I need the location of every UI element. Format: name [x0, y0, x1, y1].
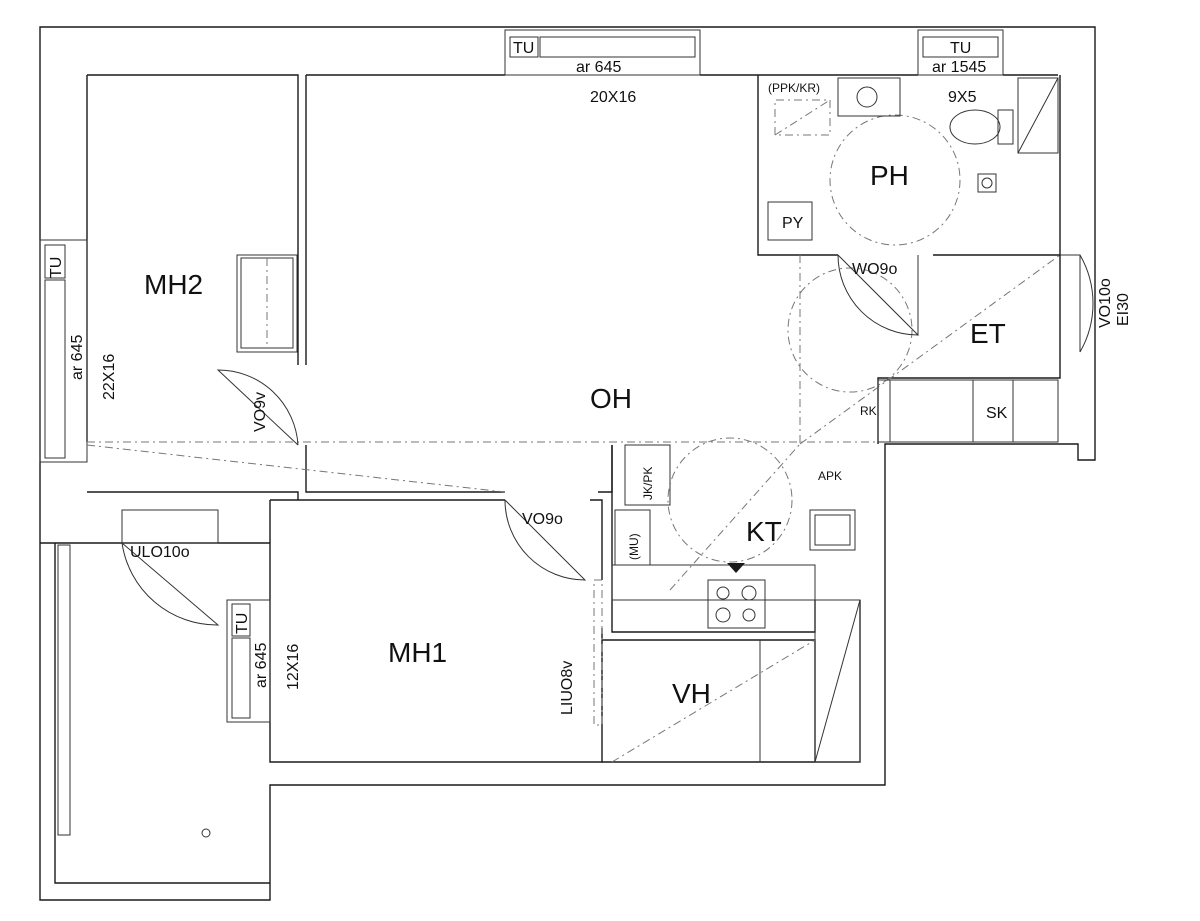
hood-arrow-icon	[727, 563, 745, 573]
kitchen-jkpk	[624, 444, 671, 506]
label-rk: RK	[860, 404, 877, 418]
ph-toilet	[949, 109, 1001, 145]
stove-burner	[741, 585, 757, 601]
dim-mh2: 22X16	[101, 354, 118, 400]
door-vo10o	[1060, 254, 1094, 353]
label-ei30: EI30	[1115, 293, 1132, 326]
balcony	[40, 542, 270, 884]
window-left	[39, 239, 88, 463]
ph-sink-counter	[837, 77, 901, 117]
kitchen-apk	[814, 599, 861, 763]
window-mh1-tu: TU	[234, 613, 251, 634]
door-wo9o	[837, 254, 919, 337]
window-mh1	[226, 599, 271, 723]
room-oh: OH	[590, 383, 632, 414]
ph-ppk-outline	[774, 99, 831, 136]
stove-burner	[742, 608, 756, 622]
door-ulo10o-frame	[121, 509, 219, 544]
window-left-tu: TU	[48, 257, 65, 278]
reference-line	[799, 254, 1061, 445]
label-vo10o: VO10o	[1097, 278, 1114, 328]
label-ulo10o: ULO10o	[130, 544, 190, 561]
label-jk-pk: JK/PK	[641, 467, 655, 500]
kitchen-sink	[809, 509, 856, 551]
sliding-door-liuo8v	[593, 579, 603, 726]
reference-line	[86, 444, 506, 493]
room-vh: VH	[672, 678, 711, 709]
oh-wall	[305, 74, 1058, 365]
room-et: ET	[970, 318, 1006, 349]
stove-burner	[716, 586, 730, 600]
room-mh1: MH1	[388, 637, 447, 668]
room-kt: KT	[746, 516, 782, 547]
mh1-wall	[269, 499, 603, 763]
ph-shower	[1017, 77, 1059, 154]
ph-drain-dot	[981, 177, 993, 189]
oh-bottom-wall	[305, 445, 613, 493]
vh-diag	[611, 639, 816, 763]
reference-circle	[829, 114, 961, 246]
window-left-tu-box	[44, 244, 66, 279]
window-top-right-size: ar 1545	[932, 59, 986, 76]
et-closet	[889, 379, 1059, 443]
label-vo9v: VO9v	[252, 392, 269, 432]
dim-ph: 9X5	[948, 89, 977, 106]
outer-wall	[39, 26, 1096, 901]
stove-burner	[715, 607, 731, 623]
balcony-rail	[57, 544, 71, 836]
window-top-left-glass	[539, 36, 696, 58]
et-wall	[877, 255, 1061, 444]
reference-line	[669, 443, 801, 591]
window-top-left-tu-box	[509, 36, 539, 58]
door-ulo10o	[121, 542, 220, 626]
label-vo9o: VO9o	[522, 511, 563, 528]
label-mu: (MU)	[627, 533, 641, 560]
ph-sink	[856, 86, 878, 108]
window-left-glass	[44, 279, 66, 459]
label-wo9o: WO9o	[852, 261, 897, 278]
balcony-drain	[201, 828, 211, 838]
label-liuo8v: LIUO8v	[559, 661, 576, 715]
label-py: PY	[782, 215, 804, 232]
kitchen-apk-diag	[814, 599, 861, 763]
door-vo9o	[504, 499, 587, 581]
room-ph: PH	[870, 160, 909, 191]
window-top-right-glass	[922, 36, 999, 58]
et-rk-box	[877, 379, 891, 443]
window-left-size: ar 645	[69, 335, 86, 380]
reference-circle	[787, 267, 913, 393]
kitchen-sink-bowl	[814, 514, 851, 546]
ph-shower-diag	[1017, 77, 1059, 154]
stove	[707, 579, 766, 629]
ph-dryer	[767, 201, 813, 241]
label-sk: SK	[986, 405, 1008, 422]
window-mh1-tu-box	[231, 603, 251, 637]
room-mh2: MH2	[144, 269, 203, 300]
window-mh1-size: ar 645	[253, 643, 270, 688]
reference-circle	[667, 437, 793, 563]
ph-drain	[977, 173, 997, 193]
window-top-right	[917, 29, 1004, 76]
window-mh1-glass	[231, 637, 251, 719]
window-top-right-tu: TU	[950, 40, 971, 57]
window-top-left-tu: TU	[513, 40, 534, 57]
door-vo9v	[216, 369, 299, 446]
dim-oh: 20X16	[590, 89, 636, 106]
window-top-left	[504, 29, 701, 76]
kitchen-counter	[611, 564, 816, 601]
ph-toilet-tank	[997, 109, 1014, 145]
label-ppk-kr: (PPK/KR)	[768, 81, 820, 95]
wardrobe-mh2	[236, 254, 298, 353]
window-top-left-size: ar 645	[576, 59, 621, 76]
label-apk: APK	[818, 469, 842, 483]
dim-mh1: 12X16	[285, 644, 302, 690]
